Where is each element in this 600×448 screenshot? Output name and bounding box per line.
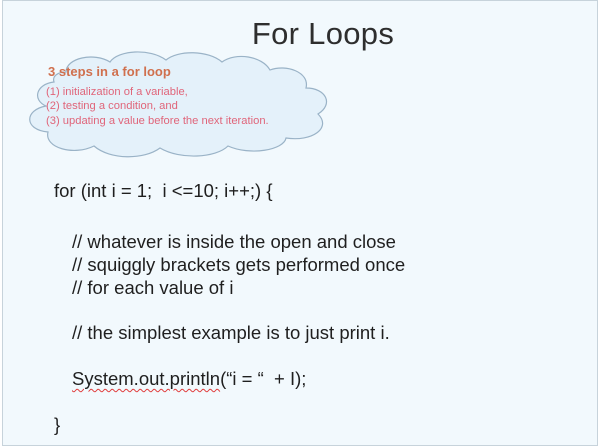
- callout-step-3: (3) updating a value before the next ite…: [46, 114, 269, 127]
- callout-step-2: (2) testing a condition, and: [46, 100, 178, 113]
- callout-steps[interactable]: (1) initialization of a variable, (2) te…: [46, 85, 269, 128]
- callout-step-1: (1) initialization of a variable,: [46, 86, 188, 98]
- comment-line-3: // for each value of i: [72, 277, 234, 298]
- closing-brace: }: [54, 414, 61, 435]
- println-args: (“i = “ + I);: [220, 368, 307, 389]
- slide-title[interactable]: For Loops: [251, 16, 395, 51]
- comment-line-1: // whatever is inside the open and close: [72, 231, 396, 252]
- println-call: System.out.println: [72, 368, 221, 389]
- callout-heading[interactable]: 3 steps in a for loop: [48, 64, 171, 79]
- cloud-callout-shape[interactable]: [14, 44, 336, 162]
- comment-line-2: // squiggly brackets gets performed once: [72, 254, 406, 275]
- comment-line-4: // the simplest example is to just print…: [72, 322, 390, 343]
- println-line: System.out.println(“i = “ + I);: [72, 368, 306, 390]
- for-statement-line: for (int i = 1; i <=10; i++;) {: [54, 180, 273, 201]
